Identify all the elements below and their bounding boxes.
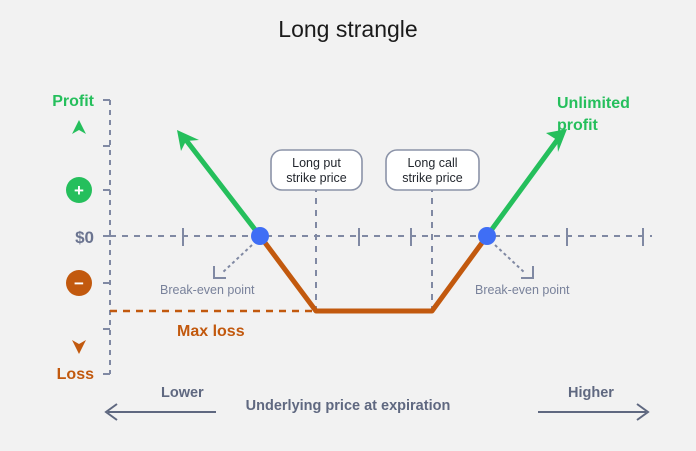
callout-long-put-line2: strike price (286, 171, 346, 185)
profit-plus-badge: + (66, 177, 92, 203)
y-axis-loss-label: Loss (57, 366, 94, 383)
x-axis-higher-label: Higher (568, 385, 614, 401)
profit-direction-arrow (72, 120, 86, 178)
x-axis-ticks (182, 228, 644, 246)
breakeven-dot-left[interactable] (251, 227, 269, 245)
callout-long-put-line1: Long put (292, 156, 341, 170)
callout-long-call-strike[interactable]: Long call strike price (385, 149, 480, 191)
minus-icon: − (74, 274, 84, 293)
callout-long-call-line2: strike price (402, 171, 462, 185)
breakeven-dot-right[interactable] (478, 227, 496, 245)
plus-icon: + (74, 181, 84, 200)
x-axis-title: Underlying price at expiration (246, 398, 451, 414)
breakeven-label-right: Break-even point (475, 283, 570, 297)
y-axis-zero-label: $0 (75, 228, 94, 247)
loss-minus-badge: − (66, 270, 92, 296)
max-loss-label: Max loss (177, 323, 245, 340)
breakeven-leader-right (494, 244, 534, 279)
x-axis-lower-arrow (104, 403, 216, 421)
unlimited-profit-label-line1: Unlimited (557, 95, 630, 112)
breakeven-leader-left (213, 244, 253, 279)
callout-long-call-line1: Long call (407, 156, 457, 170)
callout-long-put-strike[interactable]: Long put strike price (270, 149, 363, 191)
unlimited-profit-label-line2: profit (557, 117, 599, 134)
payoff-orange-trough-segment (257, 233, 490, 314)
page-title: Long strangle (278, 16, 417, 42)
breakeven-label-left: Break-even point (160, 283, 255, 297)
payoff-right-green-segment (484, 129, 567, 239)
x-axis-higher-arrow (538, 403, 650, 421)
x-axis-lower-label: Lower (161, 385, 204, 401)
payoff-left-green-segment (177, 130, 263, 239)
loss-direction-arrow (72, 296, 86, 354)
y-axis-profit-label: Profit (52, 93, 94, 110)
